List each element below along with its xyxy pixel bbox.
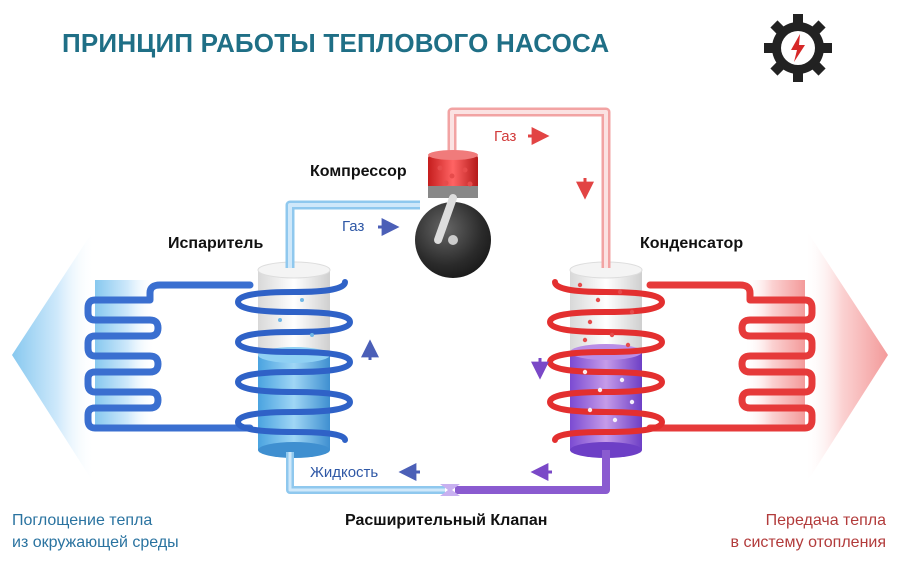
caption-right-line1: Передача тепла (765, 512, 886, 529)
gas-label-left: Газ (342, 218, 365, 235)
caption-left-line2: из окружающей среды (12, 534, 179, 551)
expansion-valve-label: Расширительный Клапан (345, 512, 548, 529)
expansion-valve (440, 484, 460, 496)
evaporator-label: Испаритель (168, 235, 264, 252)
page-title: ПРИНЦИП РАБОТЫ ТЕПЛОВОГО НАСОСА (62, 28, 610, 58)
liquid-pipe-hot-side (455, 450, 610, 494)
gear-lightning-icon (764, 14, 832, 82)
liquid-label: Жидкость (310, 464, 379, 481)
heat-transfer-caption: Передача тепла в систему отопления (731, 510, 886, 554)
condenser-label: Конденсатор (640, 235, 744, 252)
heat-absorption-caption: Поглощение тепла из окружающей среды (12, 510, 179, 554)
liquid-particles (582, 369, 635, 423)
condenser-radiator-pipe (646, 281, 816, 432)
caption-right-line2: в систему отопления (730, 534, 886, 551)
evaporator-particles (278, 298, 314, 337)
refrigerant-particles (437, 165, 635, 348)
evaporator-coil (234, 279, 354, 443)
compressor (415, 150, 491, 278)
gas-label-right: Газ (494, 128, 517, 145)
evaporator-radiator-pipe (84, 281, 254, 432)
caption-left-line1: Поглощение тепла (12, 512, 153, 529)
cold-gas-pipe (285, 200, 420, 268)
compressor-label: Компрессор (310, 163, 407, 180)
